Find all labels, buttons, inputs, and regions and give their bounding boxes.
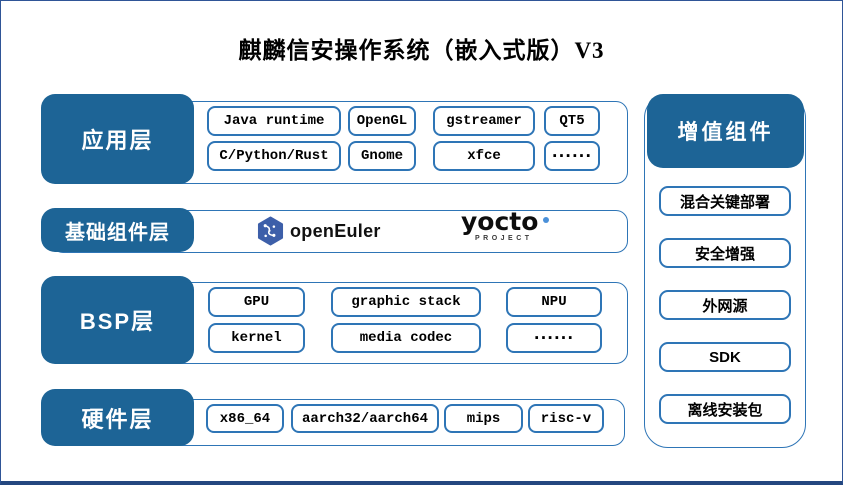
chip-npu: NPU [506,287,602,317]
chip-risc-v: risc-v [528,404,604,433]
side-item-external-repo: 外网源 [659,290,791,320]
chip-app-ellipsis: ······ [544,141,600,171]
side-item-offline-installer: 离线安装包 [659,394,791,424]
base-layer-label: 基础组件层 [41,208,194,252]
side-item-mixed-critical-deploy: 混合关键部署 [659,186,791,216]
chip-kernel: kernel [208,323,305,353]
chip-bsp-ellipsis: ······ [506,323,602,353]
chip-opengl: OpenGL [348,106,416,136]
yocto-wordmark: yocto [461,207,539,236]
yocto-logo: yocto PROJECT [461,207,571,247]
chip-mips: mips [444,404,523,433]
chip-qt5: QT5 [544,106,600,136]
chip-aarch32-aarch64: aarch32/aarch64 [291,404,439,433]
chip-gnome: Gnome [348,141,416,171]
openeuler-logo: openEuler [257,215,381,247]
chip-graphic-stack: graphic stack [331,287,481,317]
openeuler-hexagon-icon [257,216,284,246]
chip-java-runtime: Java runtime [207,106,341,136]
side-item-security-enhance: 安全增强 [659,238,791,268]
yocto-dot-icon [543,217,549,223]
chip-xfce: xfce [433,141,535,171]
value-added-header: 增值组件 [647,94,804,168]
chip-x86-64: x86_64 [206,404,284,433]
bsp-layer-label: BSP层 [41,276,194,364]
side-item-sdk: SDK [659,342,791,372]
chip-c-python-rust: C/Python/Rust [207,141,341,171]
chip-gstreamer: gstreamer [433,106,535,136]
app-layer-label: 应用层 [41,94,194,184]
openeuler-wordmark: openEuler [290,220,381,241]
hw-layer-label: 硬件层 [41,389,194,446]
chip-gpu: GPU [208,287,305,317]
yocto-project-subtext: PROJECT [475,235,533,242]
chip-media-codec: media codec [331,323,481,353]
diagram-title: 麒麟信安操作系统（嵌入式版）V3 [238,38,605,63]
